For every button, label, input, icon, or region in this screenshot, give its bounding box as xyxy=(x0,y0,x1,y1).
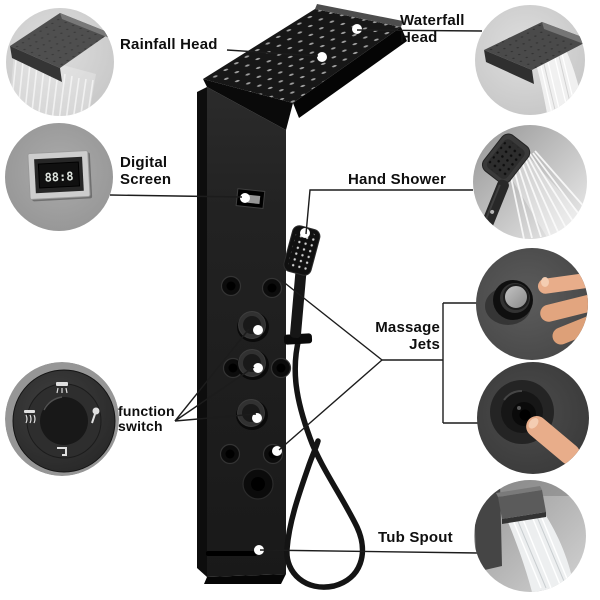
label-text: Tub Spout xyxy=(378,529,453,546)
label-text: Rainfall Head xyxy=(120,36,218,53)
panel-tub-spout xyxy=(206,551,257,556)
inset-waterfall-head xyxy=(475,5,585,115)
mode-icons xyxy=(24,382,100,456)
label-tub-spout: Tub Spout xyxy=(378,529,453,547)
label-text: Massage xyxy=(375,319,440,336)
label-text: switch xyxy=(118,418,163,435)
label-text: Screen xyxy=(120,170,172,188)
label-waterfall-head: Waterfall Head xyxy=(400,12,465,46)
waterfall-mode-icon xyxy=(24,410,36,424)
inset-tub-spout xyxy=(474,480,586,592)
label-hand-shower: Hand Shower xyxy=(348,171,447,189)
callout-lines xyxy=(109,29,483,554)
inset-rainfall-head xyxy=(6,8,114,116)
panel-hand-shower xyxy=(283,225,366,590)
panel-top-head xyxy=(203,4,407,118)
panel-function-knobs xyxy=(236,311,269,430)
shower-hose xyxy=(284,335,366,590)
label-text: Waterfall xyxy=(400,12,465,29)
hand-shower-mode-icon xyxy=(91,407,100,424)
callout-dots xyxy=(240,24,362,555)
label-rainfall-head: Rainfall Head xyxy=(120,36,218,54)
finger xyxy=(526,416,581,465)
inset-digital-screen: 88:8 xyxy=(5,123,113,231)
digital-display-value: 88:8 xyxy=(44,169,74,184)
label-text: Head xyxy=(400,28,438,46)
tub-mode-icon xyxy=(57,447,67,456)
inset-massage-jet-press xyxy=(477,362,589,474)
inset-hand-shower xyxy=(473,125,587,239)
panel-digital-screen xyxy=(235,188,266,209)
label-text: Jets xyxy=(409,335,440,353)
label-massage-jets: Massage Jets xyxy=(356,319,440,353)
label-text: Hand Shower xyxy=(348,171,447,188)
label-function-switch: function switch xyxy=(118,403,175,435)
label-text: function xyxy=(118,403,175,419)
inset-function-switch xyxy=(5,362,119,476)
label-text: Digital xyxy=(120,154,168,171)
inset-massage-jet-adjust xyxy=(476,248,588,360)
label-digital-screen: Digital Screen xyxy=(120,154,172,188)
rain-mode-icon xyxy=(56,382,68,394)
